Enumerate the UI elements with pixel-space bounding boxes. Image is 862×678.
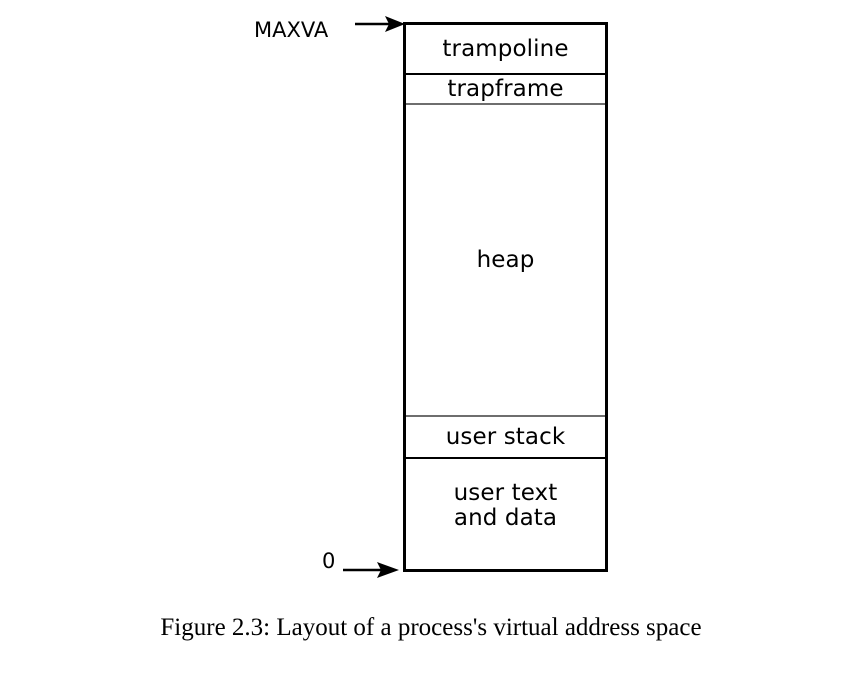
segment-trapframe: trapframe — [406, 75, 605, 103]
segment-user-stack: user stack — [406, 417, 605, 457]
segment-heap: heap — [406, 105, 605, 415]
maxva-label: MAXVA — [254, 18, 329, 42]
address-space-column: trampoline trapframe heap user stack use… — [403, 22, 608, 572]
segment-user-text-and-data: user text and data — [406, 459, 605, 569]
segment-trampoline-label: trampoline — [442, 35, 569, 62]
segment-user-text-line-1: user text — [453, 480, 558, 506]
zero-arrow-icon — [343, 562, 399, 578]
figure-caption: Figure 2.3: Layout of a process's virtua… — [160, 614, 702, 641]
divider-trapframe-heap — [406, 103, 605, 105]
divider-heap-user-stack — [406, 415, 605, 417]
divider-user-stack-user-text — [406, 457, 605, 459]
segment-user-stack-label: user stack — [445, 423, 566, 450]
segment-trampoline: trampoline — [406, 25, 605, 73]
segment-trapframe-label: trapframe — [447, 75, 564, 102]
divider-trampoline-trapframe — [406, 73, 605, 75]
zero-address-label: 0 — [322, 549, 336, 573]
segment-heap-label: heap — [476, 246, 535, 273]
segment-user-text-line-2: and data — [453, 504, 558, 531]
maxva-arrow-icon — [355, 16, 405, 32]
virtual-address-space-diagram: MAXVA 0 trampoline trapframe heap user s… — [254, 16, 608, 578]
